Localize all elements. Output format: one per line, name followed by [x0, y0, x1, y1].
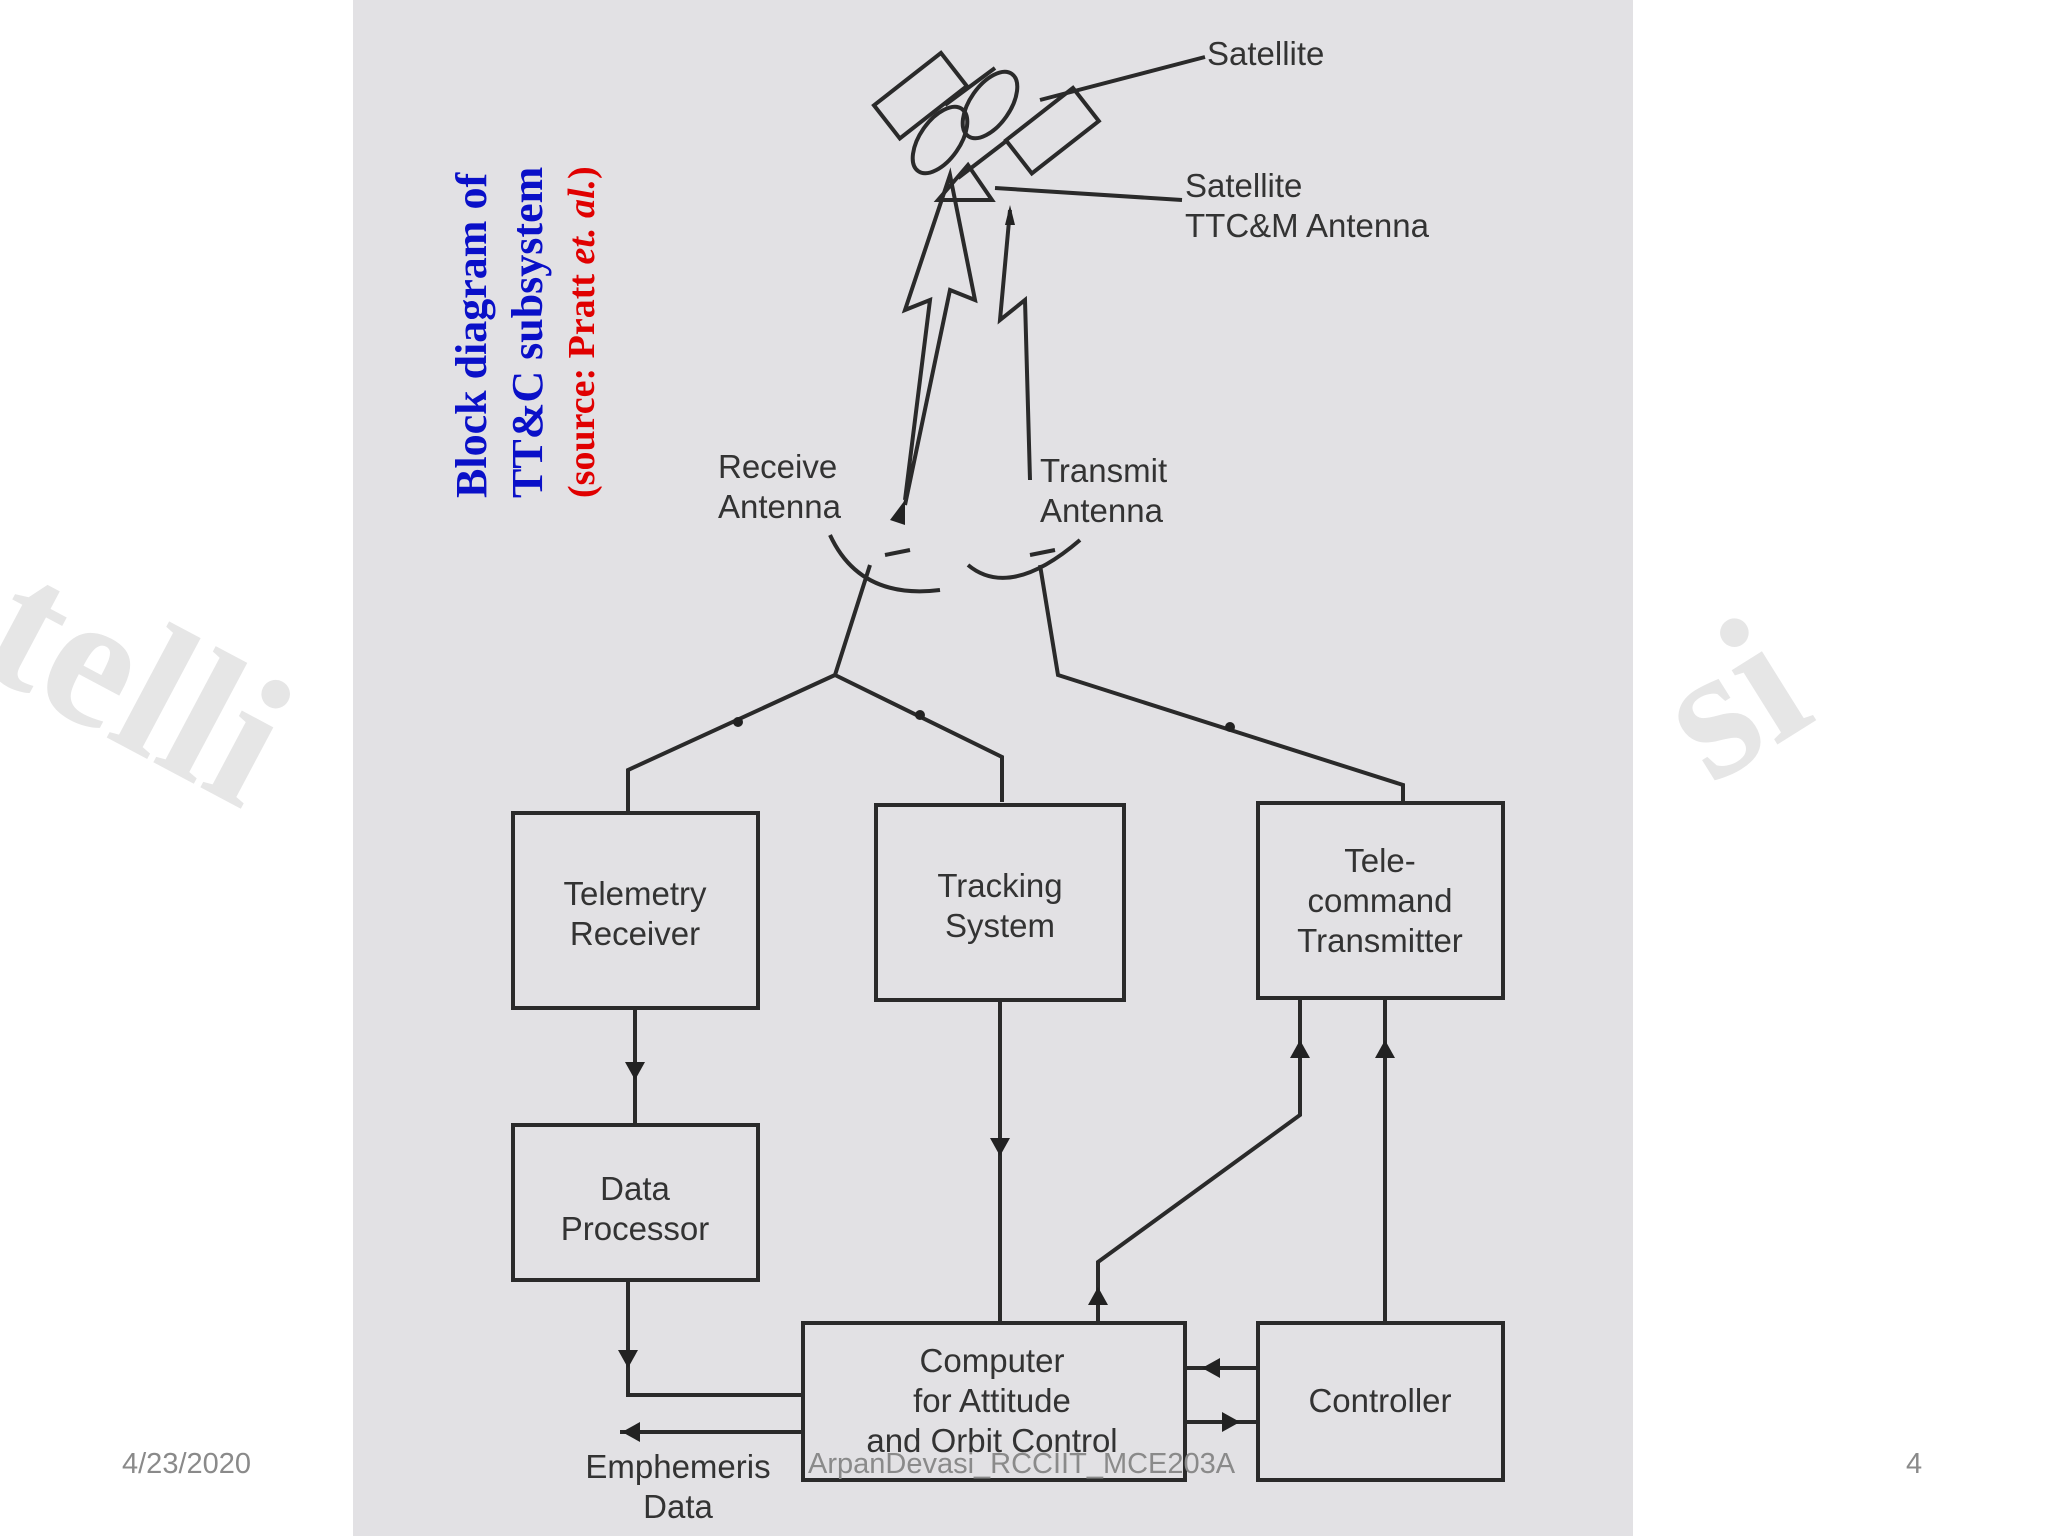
telecommand-label-3: Transmitter — [1297, 922, 1463, 959]
receive-antenna-label-2: Antenna — [718, 488, 842, 525]
caption-line-2: TT&C subsystem — [503, 166, 552, 498]
slide-number: 4 — [1906, 1448, 1923, 1480]
tracking-system-label-2: System — [945, 907, 1055, 944]
data-processor-label-2: Processor — [561, 1210, 710, 1247]
receive-antenna-label-1: Receive — [718, 448, 837, 485]
footer-date: 4/23/2020 — [122, 1448, 252, 1480]
receive-dish-icon — [828, 534, 941, 594]
footer-author: ArpanDevasi_RCCIIT_MCE203A — [808, 1448, 1236, 1480]
computer-block — [801, 1321, 1187, 1482]
caption-open-paren: ( — [561, 485, 603, 498]
ephemeris-label-2: Data — [643, 1488, 713, 1525]
satellite-label: Satellite — [1207, 35, 1324, 72]
telemetry-receiver-label-1: Telemetry — [563, 875, 707, 912]
caption-source-text: source: Pratt — [561, 264, 603, 486]
caption-line-1: Block diagram of — [447, 172, 496, 498]
caption-source: (source: Pratt et. al.) — [560, 166, 604, 498]
sat-antenna-label-1: Satellite — [1185, 167, 1302, 204]
data-processor-label-1: Data — [600, 1170, 670, 1207]
telecommand-label-1: Tele- — [1344, 842, 1416, 879]
transmit-antenna-label-2: Antenna — [1040, 492, 1164, 529]
arrowheads — [618, 205, 1395, 1442]
tracking-system-label-1: Tracking — [937, 867, 1062, 904]
transmit-dish-icon — [966, 538, 1082, 580]
controller-block — [1256, 1321, 1505, 1482]
ephemeris-label-1: Emphemeris — [585, 1448, 770, 1485]
transmit-antenna-label-1: Transmit — [1040, 452, 1167, 489]
caption-etal: et. al. — [561, 178, 603, 265]
computer-label-3: and Orbit Control — [866, 1422, 1117, 1459]
computer-label-1: Computer — [920, 1342, 1065, 1379]
telemetry-receiver-label-2: Receiver — [570, 915, 700, 952]
controller-label: Controller — [1308, 1382, 1451, 1419]
computer-label-2: for Attitude — [913, 1382, 1071, 1419]
sat-antenna-label-2: TTC&M Antenna — [1185, 207, 1430, 244]
telecommand-transmitter-block — [1256, 801, 1505, 1000]
telecommand-label-2: command — [1308, 882, 1453, 919]
caption-close-paren: ) — [561, 166, 603, 179]
satellite-icon — [871, 50, 1102, 202]
